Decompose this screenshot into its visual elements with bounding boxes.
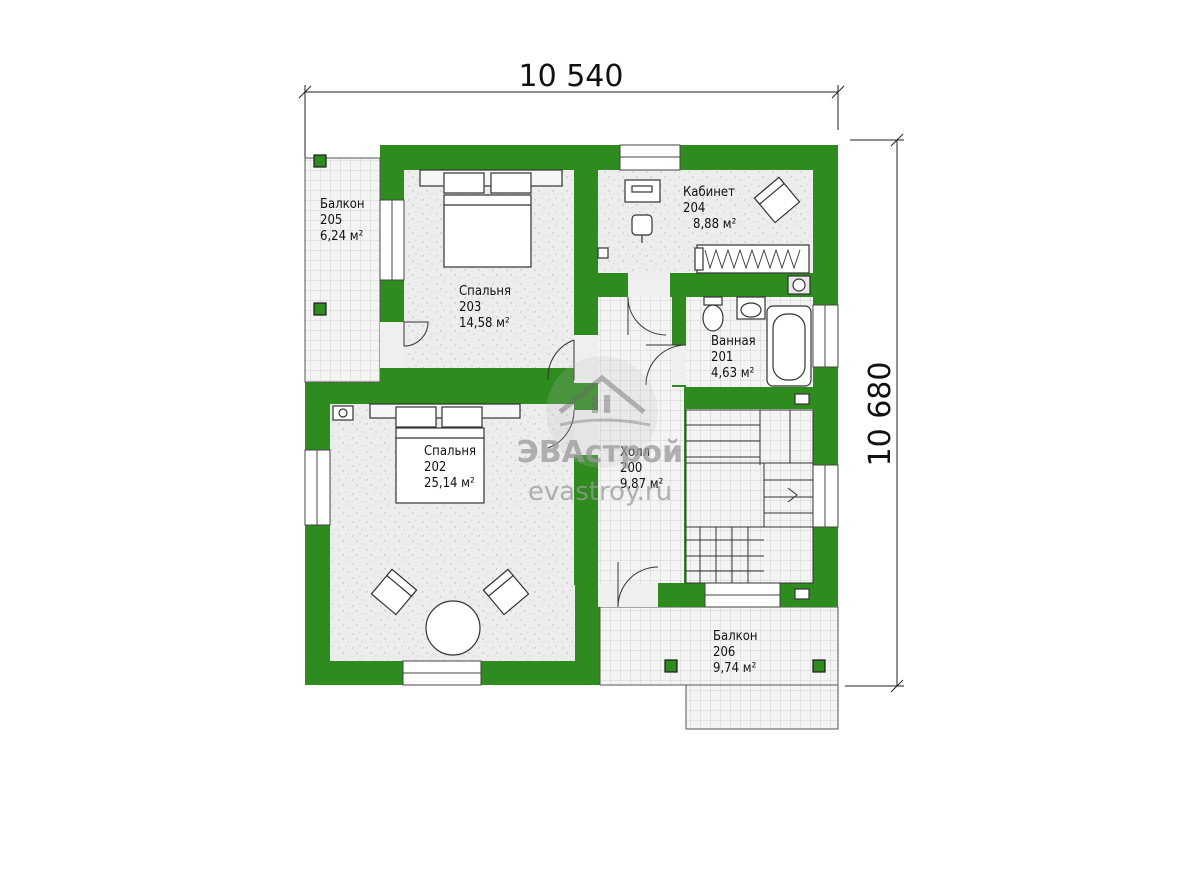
height-dimension-label: 10 680 xyxy=(863,362,898,467)
svg-text:25,14 м²: 25,14 м² xyxy=(424,476,475,491)
balcony-post-icon xyxy=(313,154,826,673)
windows xyxy=(304,144,839,686)
svg-text:204: 204 xyxy=(683,201,705,216)
svg-text:4,63 м²: 4,63 м² xyxy=(711,366,754,381)
door-swings xyxy=(403,296,687,608)
watermark-site: evastroy.ru xyxy=(528,477,672,507)
toilet-icon xyxy=(702,296,724,332)
desk-icon xyxy=(624,179,661,203)
room-label-bedroom-202: Спальня 202 25,14 м² xyxy=(424,444,476,491)
svg-text:Спальня: Спальня xyxy=(459,284,511,299)
svg-text:9,74 м²: 9,74 м² xyxy=(713,661,756,676)
width-dimension-label: 10 540 xyxy=(519,59,624,94)
armchair-icon xyxy=(482,568,530,616)
furniture xyxy=(313,154,826,673)
width-dimension: 10 540 xyxy=(298,59,845,158)
room-label-study-204: Кабинет 204 8,88 м² xyxy=(683,185,736,232)
round-table-icon xyxy=(425,600,481,656)
room-label-balcony-206: Балкон 206 9,74 м² xyxy=(713,629,758,676)
radiator-icon xyxy=(597,247,811,295)
double-bed-icon xyxy=(419,169,563,268)
armchair-icon xyxy=(753,176,801,224)
armchair-icon xyxy=(370,568,418,616)
stairs-icon xyxy=(685,409,814,584)
double-bed-icon xyxy=(369,403,521,504)
svg-text:9,87 м²: 9,87 м² xyxy=(620,477,663,492)
height-dimension: 10 680 xyxy=(845,133,904,693)
room-label-bathroom-201: Ванная 201 4,63 м² xyxy=(711,334,756,381)
sink-icon xyxy=(736,296,766,320)
svg-text:Балкон: Балкон xyxy=(320,197,365,212)
svg-text:Ванная: Ванная xyxy=(711,334,756,349)
room-label-balcony-205: Балкон 205 6,24 м² xyxy=(320,197,365,244)
bathtub-icon xyxy=(766,305,812,387)
svg-text:Кабинет: Кабинет xyxy=(683,185,735,200)
svg-text:206: 206 xyxy=(713,645,735,660)
watermark: ЭВАстрой evastroy.ru xyxy=(517,356,683,507)
svg-text:14,58 м²: 14,58 м² xyxy=(459,316,510,331)
svg-text:8,88 м²: 8,88 м² xyxy=(693,217,736,232)
chair-icon xyxy=(631,214,653,243)
svg-text:203: 203 xyxy=(459,300,481,315)
svg-text:6,24 м²: 6,24 м² xyxy=(320,229,363,244)
svg-text:Балкон: Балкон xyxy=(713,629,758,644)
door-openings xyxy=(380,273,686,607)
house-logo-icon xyxy=(546,356,658,468)
svg-text:Холл: Холл xyxy=(620,445,650,460)
vent-icon xyxy=(694,247,810,600)
watermark-brand: ЭВАстрой xyxy=(517,435,683,470)
svg-text:201: 201 xyxy=(711,350,733,365)
room-label-bedroom-203: Спальня 203 14,58 м² xyxy=(459,284,511,331)
svg-text:205: 205 xyxy=(320,213,342,228)
wardrobe-icon xyxy=(696,244,810,274)
svg-text:202: 202 xyxy=(424,460,446,475)
lamp-icon xyxy=(332,405,354,421)
room-label-hall-200: Холл 200 9,87 м² xyxy=(620,445,663,492)
svg-text:200: 200 xyxy=(620,461,642,476)
svg-text:Спальня: Спальня xyxy=(424,444,476,459)
